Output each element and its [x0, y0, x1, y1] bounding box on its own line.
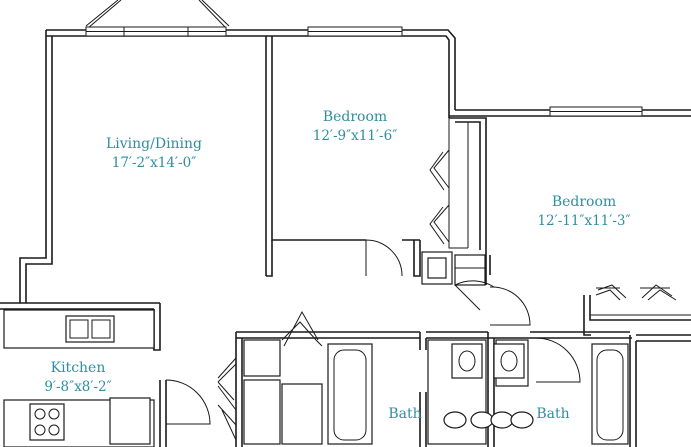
kitchen-dims: 9′-8″x8′-2″ [44, 379, 111, 395]
room-labels: Living/Dining 17′-2″x14′-0″ Bedroom 12′-… [44, 109, 630, 422]
toilet-icon [470, 411, 494, 429]
bathtub-icon [591, 343, 629, 445]
bedroom2-dims: 12′-11″x11′-3″ [537, 213, 630, 229]
toilet-icon [510, 411, 534, 429]
refrigerator-icon [109, 397, 151, 445]
sink-icon [451, 343, 483, 379]
bedroom2-name: Bedroom [552, 194, 616, 210]
bath-fixtures [327, 343, 629, 445]
sink-icon [493, 343, 525, 379]
bedroom1-name: Bedroom [323, 109, 387, 125]
living-room-dims: 17′-2″x14′-0″ [112, 155, 197, 171]
bath2-name: Bath [536, 406, 569, 422]
stove-icon [29, 403, 65, 441]
bedroom1-dims: 12′-9″x11′-6″ [313, 128, 398, 144]
toilet-icon [443, 411, 467, 429]
bay-window [85, 0, 230, 29]
bath1-name: Bath [388, 406, 421, 422]
kitchen-name: Kitchen [51, 360, 106, 376]
windows [85, 26, 643, 117]
kitchen-fixtures [29, 315, 151, 445]
bathtub-icon [327, 343, 373, 445]
toilet-icon [490, 411, 514, 429]
living-room-name: Living/Dining [106, 136, 202, 152]
